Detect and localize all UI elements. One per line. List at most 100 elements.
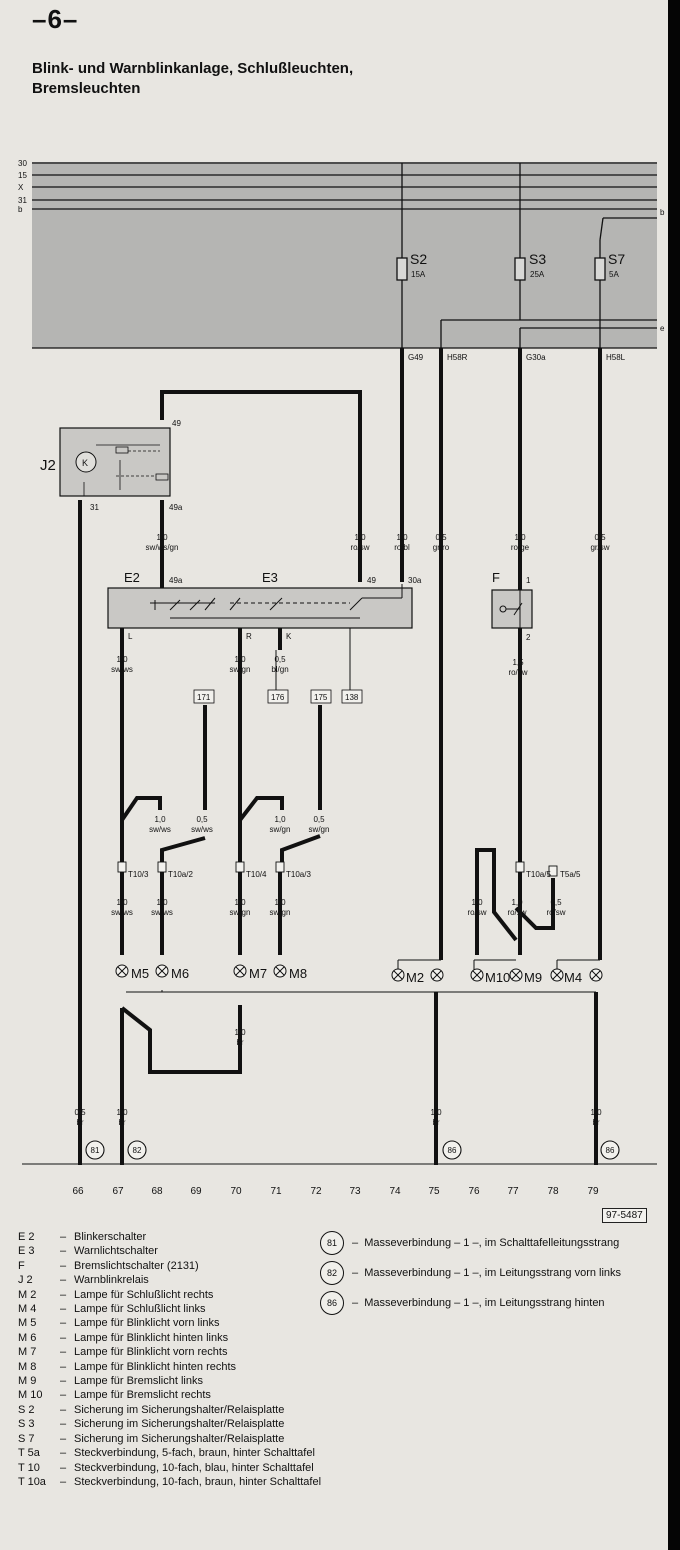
legend-text: Warnblinkrelais xyxy=(74,1274,149,1287)
connector-icon xyxy=(275,861,285,873)
pin-30a: 30a xyxy=(408,576,422,585)
legend-code: T 10 xyxy=(18,1461,40,1474)
ground-81: 81 xyxy=(91,1146,100,1155)
legend-text: Lampe für Schlußlicht rechts xyxy=(74,1288,214,1301)
legend-text: Lampe für Bremslicht rechts xyxy=(74,1389,211,1402)
ground-number-icon: 81 xyxy=(320,1231,344,1255)
pin-2: 2 xyxy=(526,633,531,642)
svg-text:K: K xyxy=(82,458,88,468)
lamp-m2-icon xyxy=(391,968,405,982)
legend-text: Lampe für Blinklicht vorn rechts xyxy=(74,1346,228,1359)
wire-label-size: 1,0 xyxy=(156,533,168,542)
legend-row: M 8–Lampe für Blinklicht hinten rechts xyxy=(18,1360,237,1373)
wire-label-color: sw/ws xyxy=(149,825,171,834)
legend-row: M 5–Lampe für Blinklicht vorn links xyxy=(18,1317,220,1330)
wire-label-color: sw/ws xyxy=(111,665,133,674)
wire-label-color: br xyxy=(118,1118,125,1127)
wire-label-size: 1,0 xyxy=(156,898,168,907)
ground-legend: 81– Masseverbindung – 1 –, im Schalttafe… xyxy=(320,1228,621,1318)
ref-175: 175 xyxy=(314,693,328,702)
brake-switch-icon xyxy=(499,590,523,628)
lamp-m8-label: M8 xyxy=(289,966,307,981)
legend-text: Sicherung im Sicherungshalter/Relaisplat… xyxy=(74,1403,285,1416)
wire-label-size: 1,0 xyxy=(590,1108,602,1117)
legend-row: M 4–Lampe für Schlußlicht links xyxy=(18,1303,206,1316)
legend-code: S 7 xyxy=(18,1432,35,1445)
connector-t10-3: T10/3 xyxy=(128,870,149,879)
lamp-m10-label: M10 xyxy=(485,970,510,985)
legend-row: J 2–Warnblinkrelais xyxy=(18,1274,149,1287)
wire-label-color: sw/ws xyxy=(111,908,133,917)
fuse-s3-name: S3 xyxy=(529,251,546,267)
document-number: 97-5487 xyxy=(602,1208,647,1223)
legend-code: T 10a xyxy=(18,1475,46,1488)
ref-176: 176 xyxy=(271,693,285,702)
lamp-m2-label: M2 xyxy=(406,970,424,985)
ground-86b-icon xyxy=(600,1140,620,1160)
track-number: 79 xyxy=(587,1186,599,1197)
wire-label-size: 1,0 xyxy=(471,898,483,907)
track-number: 68 xyxy=(151,1186,163,1197)
j2-label: J2 xyxy=(40,457,56,474)
pin-l: L xyxy=(128,632,133,641)
lamp-m5-icon xyxy=(115,964,129,978)
legend-row: M 7–Lampe für Blinklicht vorn rechts xyxy=(18,1346,228,1359)
track-number: 67 xyxy=(112,1186,124,1197)
connector-icon xyxy=(515,861,525,873)
ground-82-icon xyxy=(127,1140,147,1160)
fuse-s7-name: S7 xyxy=(608,251,625,267)
track-number: 76 xyxy=(468,1186,480,1197)
f-label: F xyxy=(492,570,500,585)
legend-code: T 5a xyxy=(18,1447,40,1460)
e2-e3-switch-plate xyxy=(107,587,413,629)
wire-label-color: br xyxy=(76,1118,83,1127)
legend-row: T 10–Steckverbindung, 10-fach, blau, hin… xyxy=(18,1461,314,1474)
legend-code: E 3 xyxy=(18,1245,35,1258)
legend-row: M 10–Lampe für Bremslicht rechts xyxy=(18,1389,211,1402)
wire-label-color: ro/bl xyxy=(394,543,410,552)
legend-code: J 2 xyxy=(18,1274,33,1287)
scan-edge xyxy=(668,0,680,1550)
legend-code: M 4 xyxy=(18,1303,37,1316)
wire-label-color: sw/gn xyxy=(270,825,291,834)
legend-text: Steckverbindung, 5-fach, braun, hinter S… xyxy=(74,1447,315,1460)
ground-number-icon: 86 xyxy=(320,1291,344,1315)
legend-text: Bremslichtschalter (2131) xyxy=(74,1259,199,1272)
wire-label-size: 1,0 xyxy=(116,1108,128,1117)
legend-code: M 6 xyxy=(18,1331,37,1344)
legend-text: Sicherung im Sicherungshalter/Relaisplat… xyxy=(74,1432,285,1445)
wire-label-size: 1,0 xyxy=(234,1028,246,1037)
wire-label-size: 0,5 xyxy=(550,898,562,907)
track-number: 78 xyxy=(547,1186,559,1197)
wire-label-color: br xyxy=(592,1118,599,1127)
wire-label-color: sw/gn xyxy=(309,825,330,834)
lamp-m9-label: M9 xyxy=(524,970,542,985)
ground-legend-row: 86– Masseverbindung – 1 –, im Leitungsst… xyxy=(320,1288,621,1318)
connector-icon xyxy=(235,861,245,873)
legend-code: F xyxy=(18,1259,25,1272)
switch-contacts-icon xyxy=(150,584,403,619)
pin-31: 31 xyxy=(90,503,99,512)
wire-label-size: 1,0 xyxy=(234,655,246,664)
legend-text: Lampe für Blinklicht vorn links xyxy=(74,1317,220,1330)
ground-82: 82 xyxy=(133,1146,142,1155)
wire-label-size: 1,0 xyxy=(116,655,128,664)
bus-right-label-e: e xyxy=(660,324,665,333)
wire-label-color: ro/sw xyxy=(507,908,526,917)
wire-label-color: ro/ge xyxy=(511,543,530,552)
thin-wires xyxy=(22,628,657,1165)
connector-t5a-5: T5a/5 xyxy=(560,870,581,879)
ground-86b: 86 xyxy=(606,1146,615,1155)
track-number: 72 xyxy=(310,1186,322,1197)
wire-label-color: gr/ro xyxy=(433,543,450,552)
bus-label-31: 31 xyxy=(18,196,27,205)
connector-t10a-5: T10a/5 xyxy=(526,870,551,879)
ref-171-box xyxy=(193,689,215,704)
relay-contacts-icon xyxy=(83,444,169,496)
wire-label-color: sw/gn xyxy=(270,908,291,917)
legend-row: M 2–Lampe für Schlußlicht rechts xyxy=(18,1288,214,1301)
pin-49a-j2: 49a xyxy=(169,503,183,512)
wire-label-size: 1,0 xyxy=(430,1108,442,1117)
legend-text: Blinkerschalter xyxy=(74,1231,147,1243)
